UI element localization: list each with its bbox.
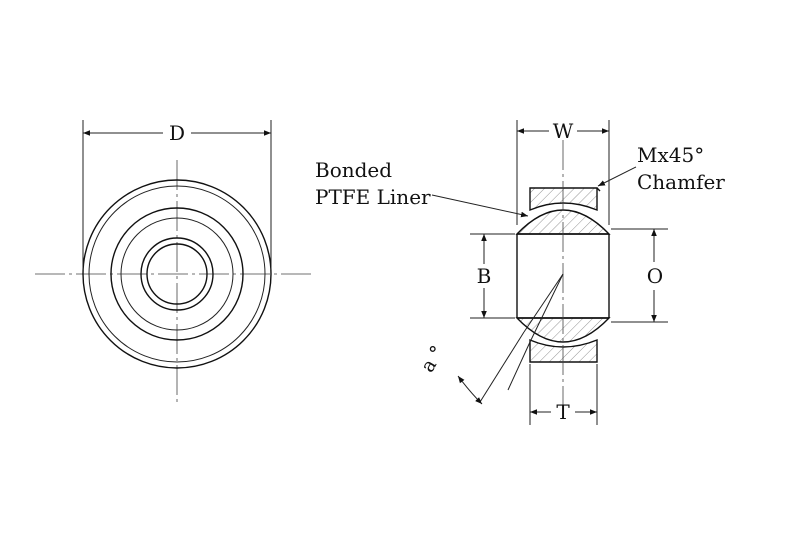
liner-leader	[431, 194, 529, 218]
bore-circle	[146, 243, 208, 305]
liner-label-line1: Bonded	[315, 158, 392, 182]
chamfer-label-line1: Mx45°	[637, 143, 704, 167]
angle-extension-1	[479, 331, 525, 403]
angle-label: a °	[417, 342, 449, 376]
outer-race-lower-section	[529, 338, 598, 363]
b-label: B	[477, 264, 492, 288]
w-label: W	[553, 119, 574, 143]
chamfer-label-line2: Chamfer	[637, 170, 725, 194]
o-label: O	[647, 264, 663, 288]
ball-inner-circle	[120, 217, 234, 331]
t-label: T	[556, 400, 570, 424]
d-label: D	[169, 121, 185, 145]
chamfer-leader	[597, 166, 637, 187]
angle-line-1	[523, 273, 564, 333]
outer-chamfer-circle	[88, 185, 266, 363]
side-view: W B O T a ° Bonded PTFE Liner Mx45° Cham…	[315, 119, 725, 425]
ball-circle	[110, 207, 244, 341]
outer-race-upper-section	[529, 187, 598, 212]
angle-extension-2	[507, 341, 531, 391]
front-view: D	[35, 120, 315, 405]
angle-line-2	[529, 273, 564, 343]
liner-label-line2: PTFE Liner	[315, 185, 431, 209]
outer-race-circle	[82, 179, 272, 369]
chamfer-edge	[596, 187, 601, 192]
bore-outer-circle	[140, 237, 214, 311]
angle-arc	[457, 375, 483, 405]
